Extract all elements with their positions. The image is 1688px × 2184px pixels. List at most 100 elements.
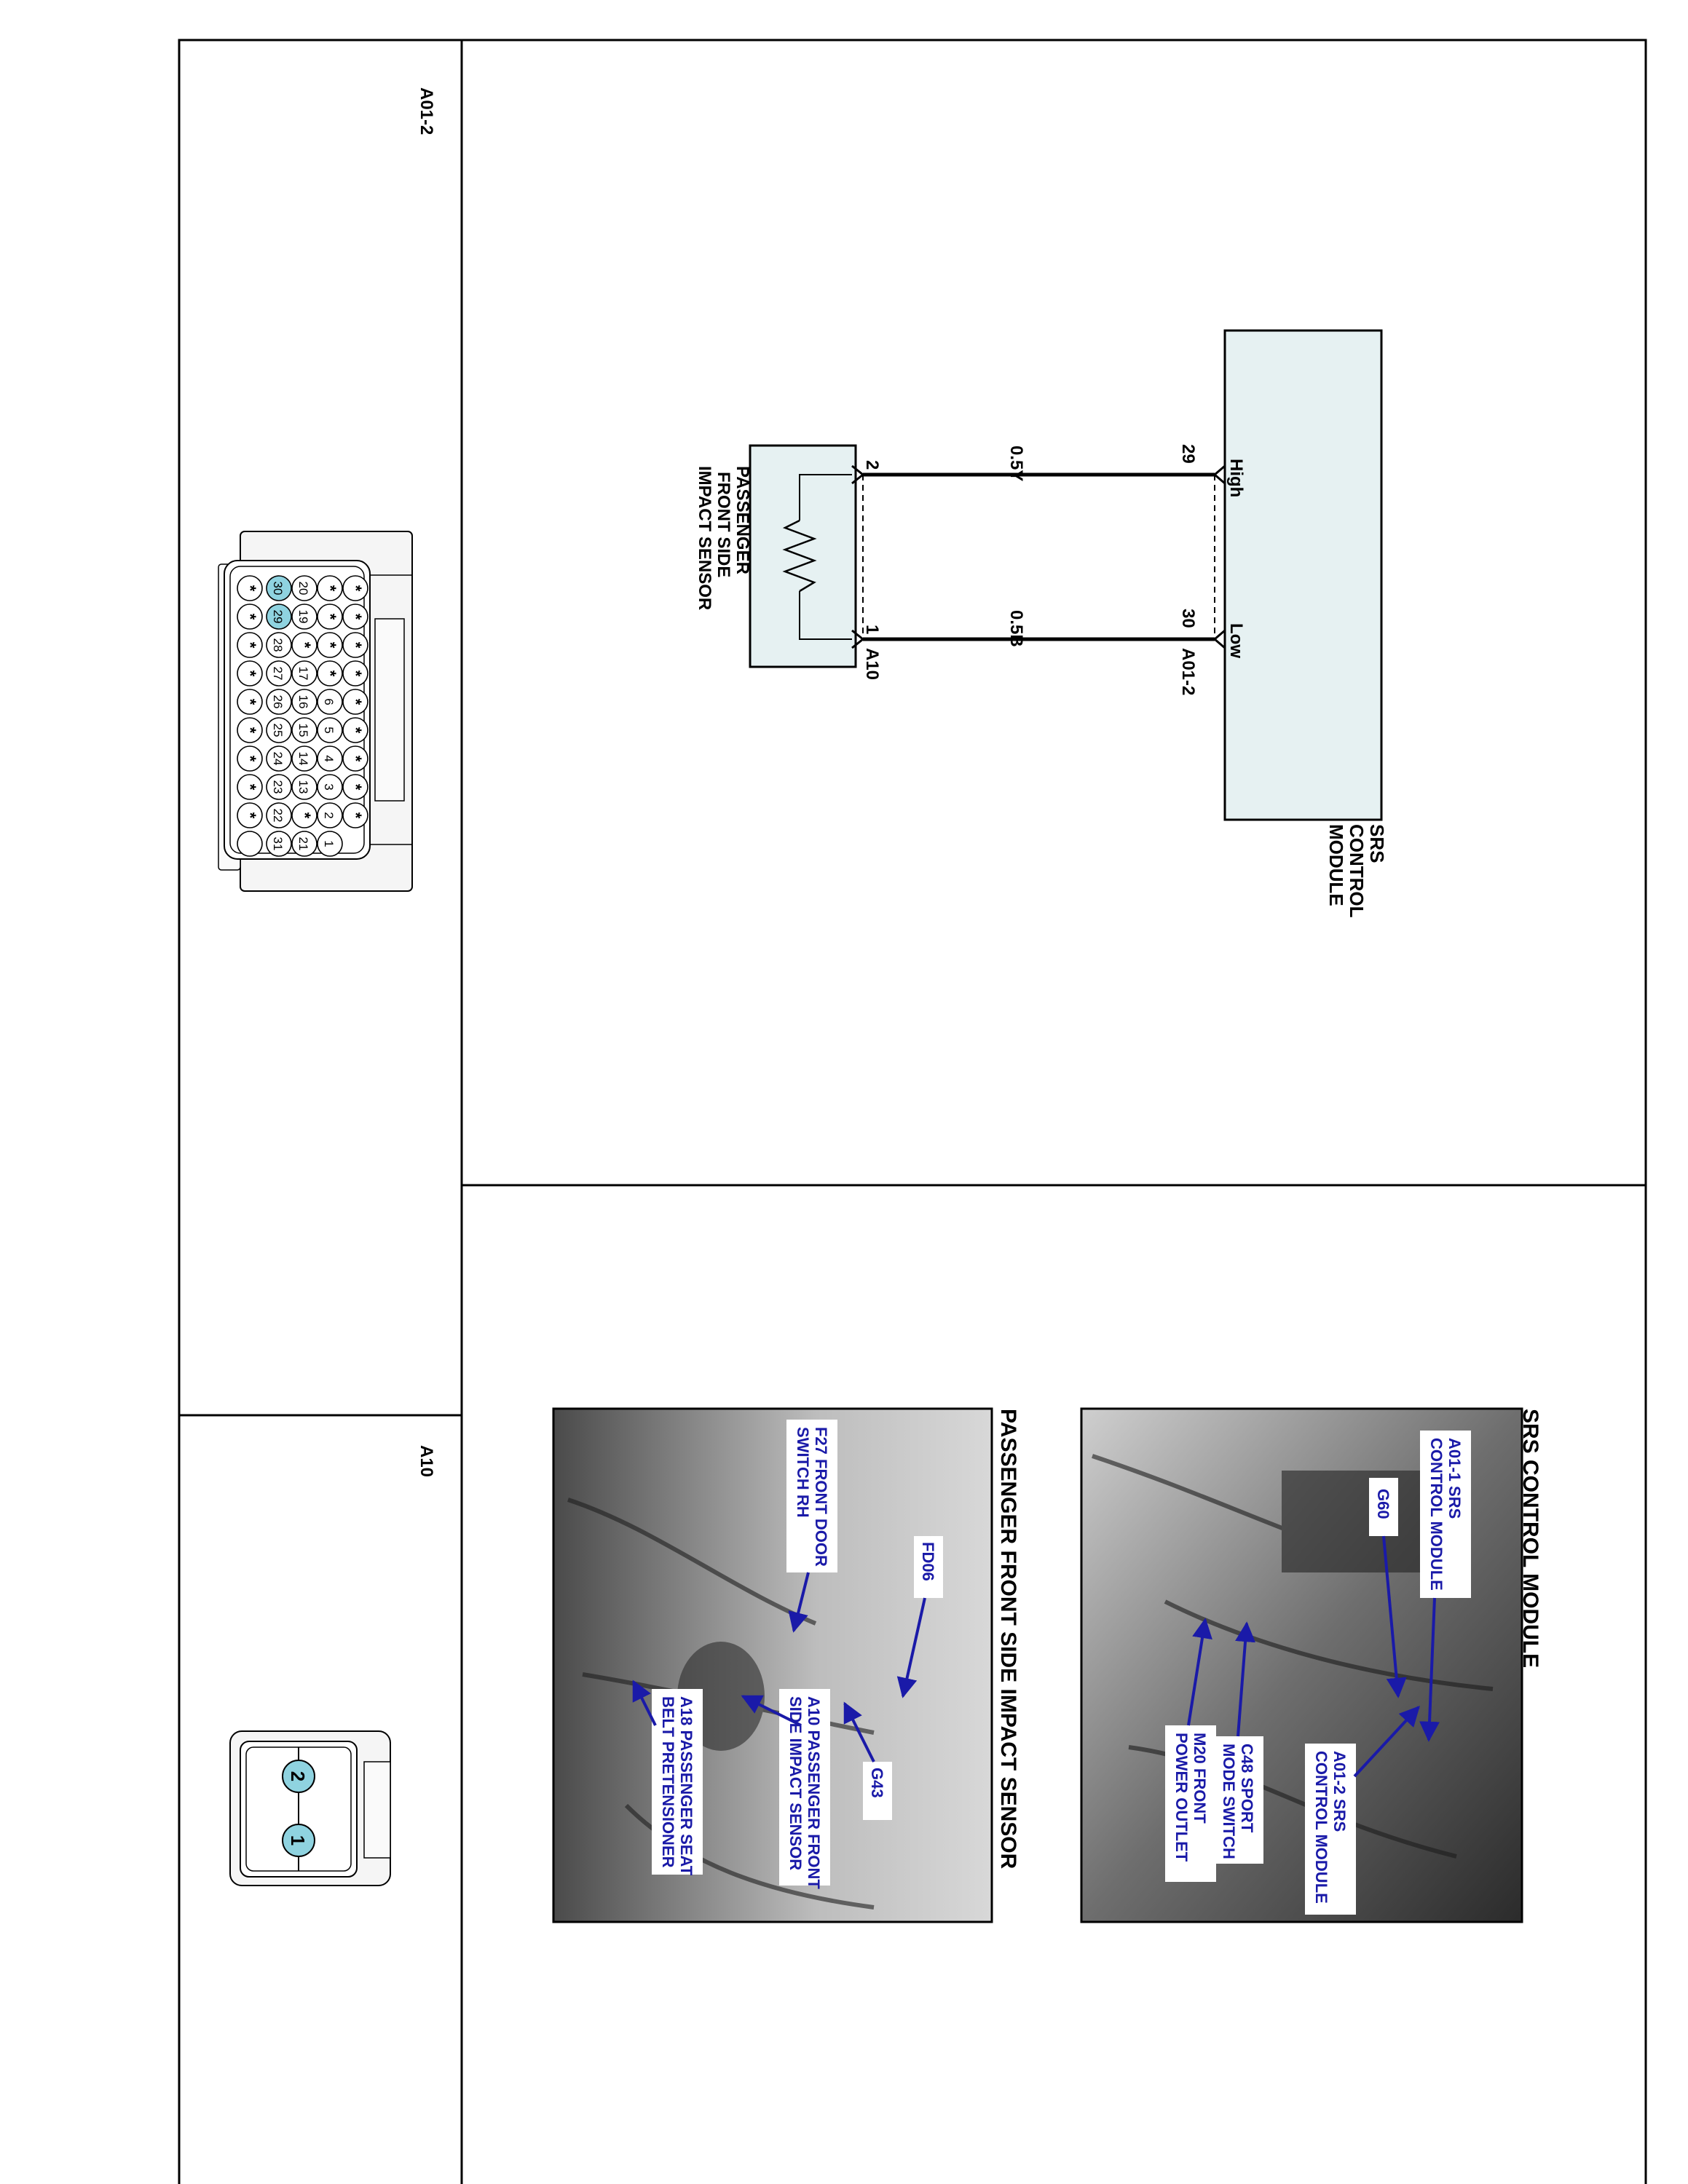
- callout-a18-line2: BELT PRETENSIONER: [659, 1696, 677, 1868]
- sensor-terminal-2: [851, 464, 865, 485]
- arrow-m20: [1187, 1618, 1212, 1726]
- a01-2-pin-label: 13: [296, 780, 310, 794]
- connector-a10-face: 2 1: [229, 1730, 391, 1886]
- a01-2-pin-label: *: [241, 670, 259, 677]
- a01-2-pin-cavity: [291, 575, 318, 601]
- sensor-internal-wire-b: [799, 591, 852, 640]
- callout-box-a01-2: [1305, 1744, 1356, 1915]
- sensor-label-2: FRONT SIDE: [714, 472, 733, 577]
- a01-2-pin-cavity: [237, 632, 263, 658]
- a01-2-pin-cavity: [237, 745, 263, 772]
- a01-2-pin-label: *: [347, 756, 365, 762]
- arrow-g60: [1382, 1535, 1407, 1698]
- sensor-location-photo: [552, 1407, 993, 1923]
- schematic: SRS CONTROL MODULE PASSENGER FRONT SIDE …: [695, 329, 1388, 918]
- a10-pin-2: [282, 1760, 315, 1793]
- a01-2-pin-cavity: [237, 689, 263, 715]
- a01-2-pin-label: 20: [296, 582, 310, 596]
- a01-2-pin-cavity-empty: [237, 831, 263, 857]
- arrow-fd06: [896, 1597, 926, 1698]
- a01-2-pin-label: 19: [296, 610, 310, 624]
- a01-2-pin-label: 23: [271, 780, 285, 794]
- a01-2-pin-cavity: [237, 604, 263, 630]
- a01-2-pin-cavity: [291, 774, 318, 800]
- arrow-a18: [632, 1679, 657, 1726]
- callout-box-c48: [1212, 1736, 1263, 1864]
- callout-a10-line1: A10 PASSENGER FRONT: [805, 1696, 823, 1889]
- callout-m20-line2: POWER OUTLET: [1172, 1733, 1191, 1862]
- a01-2-pin-cavity: [342, 717, 368, 743]
- connector-column: A01-2 A10 *********302928272625242322201…: [218, 87, 436, 1886]
- arrow-a10: [741, 1695, 802, 1727]
- a01-2-pin-cavity: [266, 717, 292, 743]
- a01-2-pin-cavity: [291, 802, 318, 828]
- a01-2-pin-label: *: [241, 642, 259, 649]
- callout-box-fd06: [914, 1536, 943, 1598]
- sensor-label-3: IMPACT SENSOR: [695, 466, 714, 610]
- a01-2-pin-label: *: [296, 642, 314, 649]
- a01-2-pin-label: *: [241, 585, 259, 592]
- a01-2-pin-label: *: [347, 812, 365, 819]
- pin-low-label: Low: [1226, 623, 1246, 658]
- a01-2-pin-label: 17: [296, 667, 310, 681]
- a01-2-pin-cavity: [342, 575, 368, 601]
- srs-pin-30: 30: [1178, 609, 1198, 628]
- sensor-label-1: PASSENGER: [733, 466, 752, 574]
- srs-module-label-3: MODULE: [1325, 824, 1347, 906]
- a10-pin-1-label: 1: [287, 1835, 309, 1845]
- srs-connector-label: A01-2: [1178, 648, 1198, 695]
- a01-2-pin-cavity: [342, 689, 368, 715]
- callout-a01-2-line2: CONTROL MODULE: [1312, 1751, 1330, 1904]
- callout-box-f27: [786, 1420, 837, 1572]
- sensor-terminal-1: [851, 629, 865, 649]
- arrow-g43: [843, 1701, 875, 1762]
- a01-2-pin-label: 31: [271, 837, 285, 851]
- sensor-pin-1: 1: [862, 625, 882, 634]
- a01-2-pin-label: *: [347, 585, 365, 592]
- callout-box-a10: [779, 1689, 830, 1886]
- a01-2-pin-cavity: [317, 575, 343, 601]
- a01-2-pin-label: *: [321, 642, 339, 649]
- a01-2-pin-label: *: [241, 614, 259, 620]
- a01-2-pin-cavity: [317, 632, 343, 658]
- a01-2-pin-cavity: [237, 575, 263, 601]
- a01-2-pin-cavity: [342, 604, 368, 630]
- a01-2-pin-label: *: [241, 784, 259, 791]
- resistor-symbol: [782, 519, 817, 593]
- a01-2-pin-cavity: [237, 802, 263, 828]
- arrow-f27: [788, 1572, 810, 1633]
- a01-2-pin-cavity: [237, 717, 263, 743]
- pin-high-label: High: [1226, 459, 1246, 497]
- callout-box-g60: [1369, 1478, 1398, 1536]
- a01-2-pin-cavity: [266, 660, 292, 687]
- page-frame: [178, 39, 1647, 2184]
- sensor-photo-title: PASSENGER FRONT SIDE IMPACT SENSOR: [996, 1409, 1020, 1870]
- a01-2-pin-label: *: [347, 642, 365, 649]
- a01-2-pin-cavity: [291, 745, 318, 772]
- a01-2-pin-label: *: [321, 614, 339, 620]
- a01-2-pin-cavity: [291, 831, 318, 857]
- connector-a01-2-title: A01-2: [417, 87, 436, 135]
- a01-2-pin-label: *: [347, 784, 365, 791]
- callout-c48-line2: MODE SWITCH: [1220, 1744, 1238, 1859]
- a01-2-pin-label: *: [296, 812, 314, 819]
- a01-2-pin-cavity: [266, 689, 292, 715]
- a01-2-pin-cavity: [266, 831, 292, 857]
- a01-2-pin-label: *: [347, 614, 365, 620]
- a01-2-pin-label: 16: [296, 695, 310, 709]
- a01-2-pin-label: *: [241, 699, 259, 705]
- a01-2-pin-cavity: [291, 660, 318, 687]
- a01-2-pin-label: 2: [322, 812, 336, 818]
- a01-2-pin-cavity: [266, 575, 292, 601]
- srs-module-label-2: CONTROL: [1346, 824, 1368, 918]
- callout-c48-line1: C48 SPORT: [1238, 1744, 1256, 1833]
- a01-2-pin-label: 1: [322, 840, 336, 847]
- a01-2-pin-label: 26: [271, 695, 285, 709]
- sensor-internal-wire-a: [799, 474, 852, 521]
- srs-photo-callouts: A01-1 SRS CONTROL MODULE G60 A01-2 SRS C…: [1165, 1431, 1471, 1915]
- a01-2-pin-cavity: [291, 717, 318, 743]
- a01-2-pin-label: *: [321, 585, 339, 592]
- srs-pin-29: 29: [1178, 444, 1198, 464]
- a01-2-pin-label: *: [321, 670, 339, 677]
- a01-2-pin-cavity: [291, 632, 318, 658]
